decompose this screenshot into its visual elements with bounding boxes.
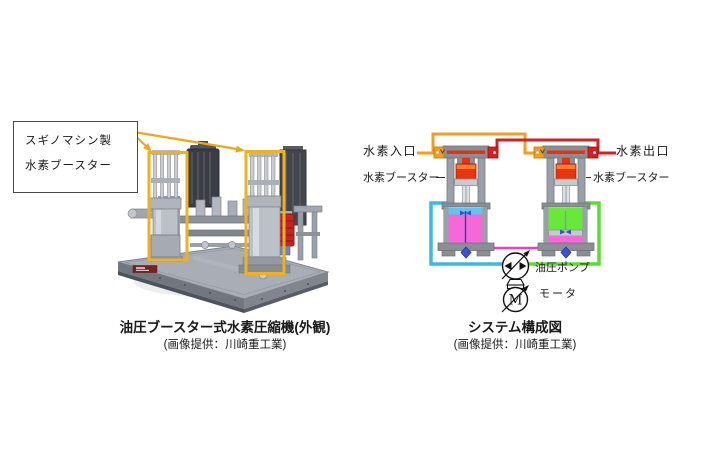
hydrogen-outlet-label: 水素出口 [616, 144, 671, 158]
oil-right-pipe [528, 201, 601, 266]
outlet-check-valve-icon [587, 146, 599, 159]
booster-right-schematic [533, 145, 599, 259]
oil-left-pipe [429, 201, 503, 266]
motor-letter: M [509, 293, 523, 309]
left-figure-caption: 油圧ブースター式水素圧縮機(外観) [119, 320, 331, 335]
right-figure-credit: (画像提供：川崎重工業) [453, 339, 577, 351]
hydrogen-booster-right-label: 水素ブースター [593, 172, 670, 184]
frame-posts [293, 205, 323, 261]
hydrogen-booster-left-label: 水素ブースター [363, 172, 440, 184]
inlet-check-valve-icon [533, 146, 545, 159]
hydraulic-pump-icon [501, 250, 530, 290]
callout-line1: スギノマシン製 [25, 135, 113, 147]
booster-left-schematic [433, 145, 499, 259]
hydrogen-inlet-label: 水素入口 [363, 144, 418, 158]
callout-box: スギノマシン製 水素ブースター [13, 121, 138, 193]
hydraulic-pump-label: 油圧ポンプ [535, 262, 590, 274]
inlet-check-valve-icon [433, 146, 445, 159]
callout-arrow-icon [127, 128, 245, 153]
left-booster-highlight-box [147, 151, 189, 262]
motor-icon: M [501, 285, 529, 313]
right-booster-assembly [238, 151, 291, 274]
left-figure-credit: (画像提供：川崎重工業) [163, 339, 287, 351]
machine-rendering [117, 128, 330, 313]
right-booster-highlight-box [244, 150, 286, 275]
callout-line2: 水素ブースター [25, 160, 112, 172]
outlet-check-valve-icon [487, 146, 499, 159]
nameplate [132, 265, 158, 273]
system-diagram: M [417, 132, 616, 313]
right-figure-caption: システム構成図 [467, 320, 563, 335]
motor-label: モータ [539, 288, 578, 300]
